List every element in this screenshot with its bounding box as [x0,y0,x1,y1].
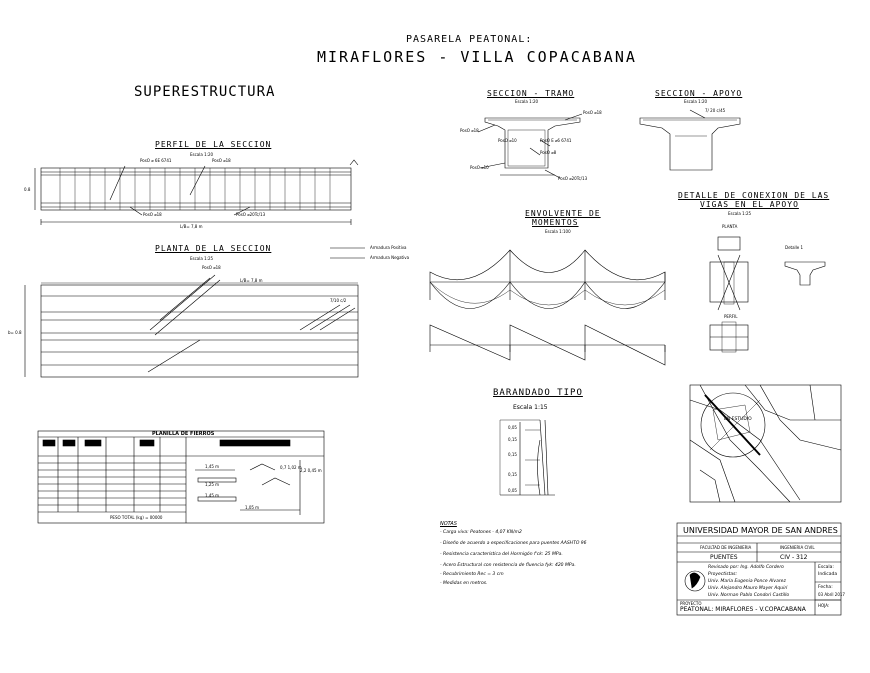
superestructura-label: SUPERESTRUCTURA [134,84,276,100]
tramo-scale: Escala 1:20 [515,99,539,104]
moment-envelope-diagram [429,249,666,366]
project-title: MIRAFLORES - VILLA COPACABANA [317,48,637,66]
detalle-planta-label: PLANTA [722,224,738,229]
note-5: - Recubrimiento Rec = 3 cm [440,572,504,577]
tb-author-1: Univ. Maria Eugenia Ponce Alvarez [708,579,786,584]
note-1: - Carga viva: Peatones - 4,07 KN/m2 [440,530,522,535]
tb-sheet-label: HOJA: [818,603,830,608]
perfil-scale: Escala 1:20 [190,152,214,157]
tb-carrera: INGENIERIA CIVIL [780,545,815,550]
perfil-callout-4: PosO ⌀20Tc/13 [236,212,266,217]
planilla-shape-3: 1,45 m [205,493,220,498]
tb-project: PEATONAL: MIRAFLORES - V.COPACABANA [680,606,806,613]
tramo-callout-4: PosO E ⌀6 6741 [540,138,572,143]
tb-author-2: Univ. Alejandro Mauro Mayer Aquiri [708,586,788,591]
rebar-schedule-table [37,430,325,524]
barandado-dim-3: 0,15 [508,452,517,457]
detalle-perfil-label: PERFIL [724,314,738,319]
planilla-shape-5: 0,7 1,02 m [280,465,302,470]
planilla-title: PLANILLA DE FIERROS [152,431,215,437]
barandado-dim-4: 0,15 [508,472,517,477]
planta-tag: 7/10 c/2 [330,298,347,303]
tramo-callout-7: PosO ⌀20Tc/13 [558,176,588,181]
notes-title: NOTAS [440,521,457,527]
tb-authors-label: Proyectistas: [708,572,737,577]
tb-author-3: Univ. Norman Pablo Condori Castillo [708,593,790,598]
section-apoyo [639,109,741,171]
map-study-label: EN ESTUDIO [724,417,752,422]
planilla-shape-2: 1,25 m [205,482,220,487]
perfil-callout-3: PosO ⌀18 [143,212,162,217]
planta-legend-positive: Armadura Positiva [370,245,407,250]
tb-course: PUENTES [710,554,738,561]
detalle-scale: Escala 1:25 [728,211,752,216]
tb-facultad: FACULTAD DE INGENIERIA [700,545,752,550]
planta-scale: Escala 1:25 [190,256,214,261]
planilla-shape-4: 1,05 m [245,505,260,510]
planilla-shape-6: 2,2 0,45 m [300,468,322,473]
tb-scale-value: Indicada [818,572,838,577]
tramo-callout-6: PosO ⌀10 [470,165,489,170]
barandado-dim-5: 0,05 [508,488,517,493]
planta-title: PLANTA DE LA SECCION [155,244,272,253]
tb-code: CIV - 312 [780,554,808,561]
envolvente-title-1: ENVOLVENTE DE [525,209,601,218]
perfil-callout-1: PosO ⌀ 6E 6741 [140,158,172,163]
connection-detail [709,236,826,353]
apoyo-title: SECCION - APOYO [655,89,743,98]
detalle-title-1: DETALLE DE CONEXION DE LAS [678,191,830,200]
planta-callout: PosO ⌀18 [202,265,221,270]
tramo-callout-1: PosO ⌀18 [460,128,479,133]
planilla-shape-1: 1,45 m [205,464,220,469]
tb-reviewed: Revisado por: Ing. Adolfo Cordero [708,565,784,570]
title-block-frame [676,522,842,616]
envolvente-scale: Escala 1:100 [545,229,571,234]
barandado-dim-2: 0,15 [508,437,517,442]
perfil-length: L/B= 7,8 m [180,224,203,229]
perfil-beam-elevation [34,159,359,225]
tramo-callout-2: PosO ⌀18 [583,110,602,115]
tb-university: UNIVERSIDAD MAYOR DE SAN ANDRES [683,526,838,535]
detalle-1-label: Detalle 1 [785,245,804,250]
note-6: - Medidas en metros. [440,581,488,586]
perfil-callout-2: PosO ⌀18 [212,158,231,163]
tramo-callout-3: PosO ⌀10 [498,138,517,143]
barandado-scale: Escala 1:15 [513,404,548,411]
perfil-title: PERFIL DE LA SECCION [155,140,272,149]
project-subtitle: PASARELA PEATONAL: [406,34,533,45]
planilla-total: PESO TOTAL (kg) = 00000 [110,515,163,520]
perfil-side-dim: 0.8 [24,187,31,192]
location-map [689,384,842,503]
tb-scale-label: Escala: [818,565,834,570]
planta-legend-negative: Armadura Negativa [370,255,410,260]
planta-side-dim: b= 0.8 [8,330,22,335]
barandado-title: BARANDADO TIPO [493,388,583,398]
note-2: - Diseño de acuerdo a especificaciones p… [440,541,587,546]
barandado-dim-1: 0,05 [508,425,517,430]
section-tramo [477,113,583,179]
apoyo-callout: 7/ 20 c/45 [705,108,726,113]
tb-project-label: PROYECTO [680,601,702,606]
detalle-title-2: VIGAS EN EL APOYO [700,200,799,209]
planta-length: L/B= 7,8 m [240,278,263,283]
tb-date-value: 03 Abril 2017 [818,592,845,597]
note-3: - Resistencia característica del Hormigó… [440,552,563,557]
railing-detail [499,419,555,496]
planta-beam-plan [24,247,365,378]
apoyo-scale: Escala 1:20 [684,99,708,104]
envolvente-title-2: MOMENTOS [532,218,579,227]
tb-date-label: Fecha: [818,585,833,590]
tramo-title: SECCION - TRAMO [487,89,575,98]
tramo-callout-5: PosO ⌀8 [540,150,557,155]
note-4: - Acero Estructural con resistencia de f… [440,563,576,568]
